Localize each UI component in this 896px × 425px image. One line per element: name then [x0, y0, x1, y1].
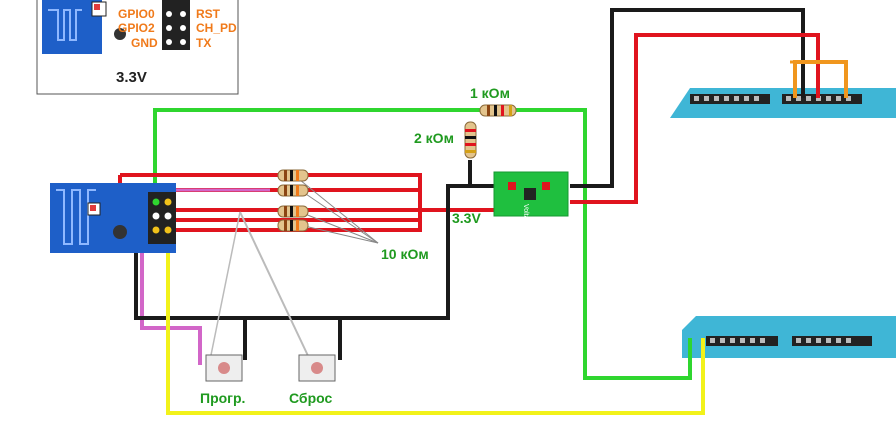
resistor-10k-2 [277, 184, 309, 197]
resistor-1k [479, 104, 517, 117]
pin-label-tx: TX [196, 36, 211, 50]
button-reset [298, 354, 336, 382]
label-2k: 2 кОм [414, 130, 454, 146]
label-regulator-voltage: 3.3V [452, 210, 481, 226]
wire-black-ground [134, 184, 495, 320]
antenna-trace-inset [48, 9, 82, 41]
wire-red-arduino [570, 33, 820, 204]
label-10k: 10 кОм [381, 246, 429, 262]
resistor-annotation-lines [299, 179, 379, 244]
wire-black-arduino [570, 8, 805, 188]
pin-label-rst: RST [196, 7, 221, 21]
pin-label-gnd: GND [131, 36, 158, 50]
arduino-board-bottom [682, 316, 896, 358]
resistors [277, 104, 517, 232]
arduino-board-top [670, 88, 896, 118]
resistor-10k-3 [277, 205, 309, 218]
esp8266-module [50, 183, 176, 253]
pin-label-gpio2: GPIO2 [118, 21, 155, 35]
inset-voltage-label: 3.3V [116, 69, 147, 86]
wire-white [239, 211, 311, 361]
pin-label-gpio0: GPIO0 [118, 7, 155, 21]
pin-label-ch-pd: CH_PD [196, 21, 237, 35]
wire-green [153, 108, 692, 380]
esp-pinout-inset: GPIO0 GPIO2 GND RST CH_PD TX 3.3V [36, 0, 239, 95]
antenna-trace [56, 189, 96, 245]
label-btn-reset: Сброс [289, 390, 332, 406]
voltage-regulator: Voltage [493, 171, 569, 227]
label-btn-prog: Прогр. [200, 390, 245, 406]
regulator-chip-label: Voltage [522, 204, 529, 227]
button-prog [205, 354, 243, 382]
resistor-2k [464, 121, 477, 159]
wire-yellow [166, 230, 705, 415]
label-1k: 1 кОм [470, 85, 510, 101]
resistor-10k-1 [277, 169, 309, 182]
resistor-10k-4 [277, 219, 309, 232]
